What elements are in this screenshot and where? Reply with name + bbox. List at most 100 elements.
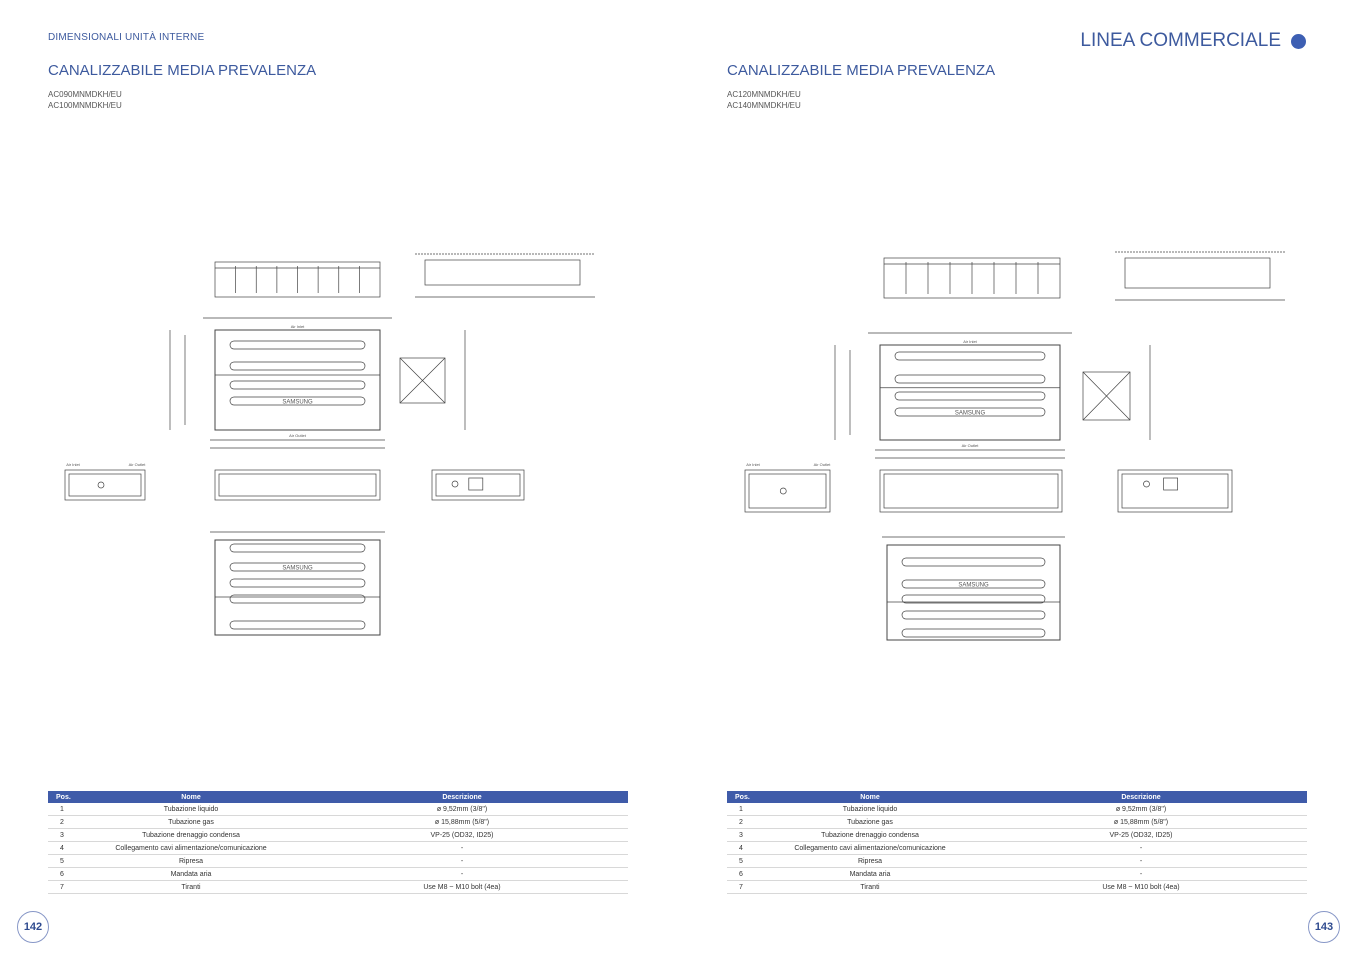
model-code: AC100MNMDKH/EU (48, 101, 122, 110)
bottom-view (886, 544, 1061, 641)
side-view-inner (1121, 473, 1229, 509)
side-view (431, 469, 525, 501)
air-outlet-label: Air Outlet (814, 462, 832, 467)
dot-icon (1291, 33, 1306, 49)
brand-label: LINEA COMMERCIALE (1080, 30, 1281, 51)
pipe-connection (779, 487, 787, 495)
section-title: DIMENSIONALI UNITÀ INTERNE (48, 32, 205, 43)
left-page: DIMENSIONALI UNITÀ INTERNE CANALIZZABILE… (17, 32, 628, 943)
cell-pos: 7 (727, 880, 765, 894)
bottom-view (214, 539, 381, 636)
coil (229, 594, 366, 604)
side-view-inner (218, 473, 377, 497)
samsung-logo: SAMSUNG (955, 411, 986, 417)
plan-view (879, 344, 1061, 441)
side-view-inner (883, 473, 1059, 509)
cell-pos: 7 (48, 880, 86, 894)
cell-nome: Tubazione drenaggio condensa (86, 828, 296, 842)
cell-nome: Ripresa (86, 854, 296, 868)
air-inlet-label: Air Inlet (963, 339, 977, 344)
coil (901, 579, 1046, 589)
side-view-inner (748, 473, 827, 509)
cell-pos: 1 (48, 803, 86, 816)
cell-descrizione: Use M8 ~ M10 bolt (4ea) (296, 880, 628, 894)
cell-pos: 1 (727, 803, 765, 816)
side-view-inner (435, 473, 521, 497)
control-box (1163, 477, 1178, 491)
cell-nome: Tubazione gas (765, 815, 975, 829)
coil (894, 407, 1046, 417)
header-nome: Nome (765, 791, 975, 803)
model-code: AC090MNMDKH/EU (48, 90, 122, 99)
cell-nome: Tiranti (86, 880, 296, 894)
table-header-row: Pos. Nome Descrizione (727, 791, 1307, 803)
air-inlet-label: Air Inlet (291, 324, 305, 329)
coil (894, 374, 1046, 384)
cell-nome: Collegamento cavi alimentazione/comunica… (765, 841, 975, 855)
service-space-cross (1082, 371, 1131, 421)
installation-view (424, 259, 581, 286)
cell-pos: 4 (727, 841, 765, 855)
header-pos: Pos. (727, 791, 765, 803)
air-inlet-label: Air Inlet (66, 462, 80, 467)
cell-pos: 2 (48, 815, 86, 829)
page-number: 143 (1308, 911, 1340, 943)
cell-nome: Tiranti (765, 880, 975, 894)
coil (229, 361, 366, 371)
plan-view (214, 329, 381, 431)
cell-descrizione: ø 9,52mm (3/8") (296, 803, 628, 816)
cell-descrizione: - (296, 841, 628, 855)
cell-pos: 2 (727, 815, 765, 829)
cell-pos: 6 (48, 867, 86, 881)
pipe-connection (1143, 480, 1150, 488)
side-view (1117, 469, 1233, 513)
cell-descrizione: ø 15,88mm (5/8") (296, 815, 628, 829)
table-header-row: Pos. Nome Descrizione (48, 791, 628, 803)
cell-pos: 3 (48, 828, 86, 842)
coil (894, 351, 1046, 361)
air-outlet-label: Air Outlet (289, 433, 307, 438)
header-descrizione: Descrizione (296, 791, 628, 803)
cell-nome: Ripresa (765, 854, 975, 868)
samsung-logo: SAMSUNG (958, 583, 989, 589)
service-space (399, 357, 446, 404)
cell-nome: Mandata aria (86, 867, 296, 881)
air-outlet-label: Air Outlet (129, 462, 147, 467)
pipe-connection (451, 480, 459, 488)
coil (229, 620, 366, 630)
cell-descrizione: VP-25 (OD32, ID25) (296, 828, 628, 842)
cell-nome: Tubazione liquido (765, 803, 975, 816)
product-title: CANALIZZABILE MEDIA PREVALENZA (48, 62, 317, 79)
brand-heading: LINEA COMMERCIALE (1080, 30, 1306, 52)
coil (229, 396, 366, 406)
cell-descrizione: - (296, 867, 628, 881)
samsung-logo: SAMSUNG (282, 566, 313, 572)
model-list: AC090MNMDKH/EU AC100MNMDKH/EU (48, 89, 122, 111)
control-box (468, 477, 484, 491)
installation-view (1124, 257, 1271, 289)
model-list: AC120MNMDKH/EU AC140MNMDKH/EU (727, 89, 801, 111)
coil (229, 578, 366, 588)
right-page: LINEA COMMERCIALE CANALIZZABILE MEDIA PR… (678, 0, 1356, 959)
side-view (879, 469, 1063, 513)
header-descrizione: Descrizione (975, 791, 1307, 803)
side-view-inner (68, 473, 142, 497)
coil (229, 380, 366, 390)
cell-descrizione: - (975, 854, 1307, 868)
cell-nome: Collegamento cavi alimentazione/comunica… (86, 841, 296, 855)
air-outlet-label: Air Outlet (962, 443, 980, 448)
cell-descrizione: Use M8 ~ M10 bolt (4ea) (975, 880, 1307, 894)
coil (901, 610, 1046, 620)
page-number: 142 (17, 911, 49, 943)
